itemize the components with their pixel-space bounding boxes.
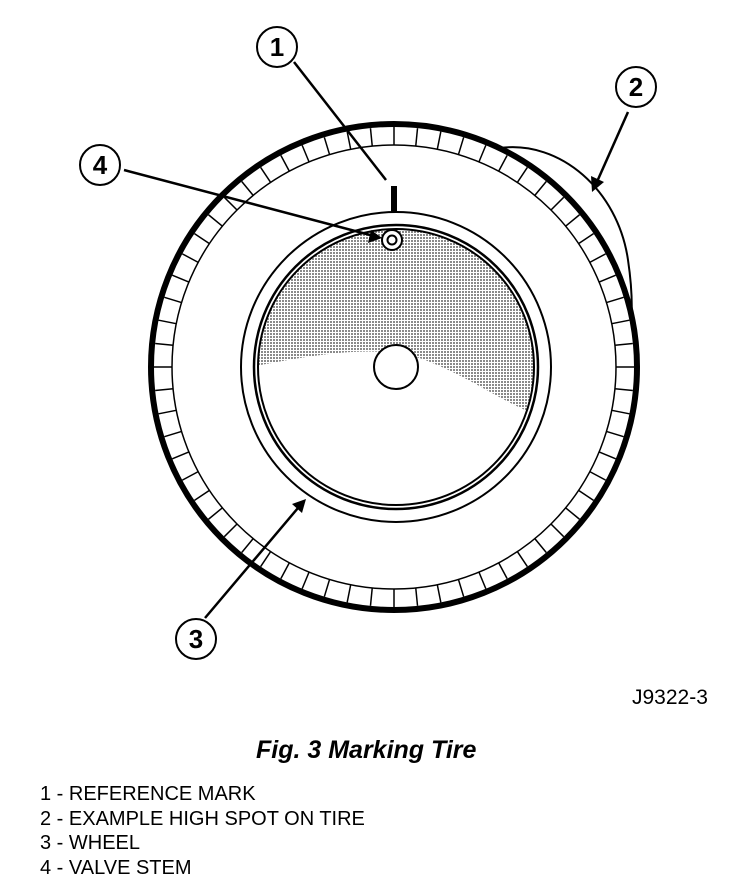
tread-block-edge — [614, 342, 633, 346]
legend-item: 4 - VALVE STEM — [40, 856, 192, 879]
figure-id: J9322-3 — [632, 686, 708, 709]
tread-block-edge — [223, 196, 238, 211]
tread-block-edge — [516, 551, 528, 567]
tread-block-edge — [578, 489, 594, 501]
tread-block-edge — [164, 430, 182, 438]
tread-block-edge — [436, 584, 442, 603]
tread-block-edge — [181, 253, 199, 264]
tread-block-edge — [497, 562, 508, 580]
tread-block-edge — [323, 137, 331, 155]
svg-text:4: 4 — [93, 150, 108, 180]
tread-block-edge — [280, 154, 291, 172]
tread-block-edge — [194, 233, 210, 245]
tread-block-edge — [578, 233, 594, 245]
callout-2: 2 — [615, 66, 657, 108]
callout-4: 4 — [79, 144, 121, 186]
tire-tread — [154, 127, 634, 607]
tread-block-edge — [565, 214, 580, 227]
tread-block-edge — [171, 274, 190, 283]
tread-block-edge — [164, 296, 182, 304]
tread-block-edge — [611, 409, 630, 415]
svg-text:2: 2 — [629, 72, 643, 102]
wheel-disc — [257, 228, 535, 506]
arrowhead-4 — [368, 230, 382, 243]
tread-block-edge — [323, 579, 331, 597]
legend-item: 3 - WHEEL — [40, 832, 141, 854]
tread-block-edge — [415, 587, 419, 606]
tread-block-edge — [369, 128, 373, 147]
tread-block-edge — [208, 214, 223, 227]
leader-line-3 — [204, 507, 299, 619]
tread-block-edge — [280, 562, 291, 580]
callout-3: 3 — [175, 618, 217, 660]
legend-item: 2 - EXAMPLE HIGH SPOT ON TIRE — [40, 807, 365, 830]
tread-block-edge — [550, 196, 565, 211]
tread-block-edge — [516, 167, 528, 183]
tread-block-edge — [223, 523, 238, 538]
tread-block-edge — [606, 296, 624, 304]
tread-block-edge — [346, 131, 352, 150]
tread-block-edge — [436, 131, 442, 150]
tread-block-edge — [598, 274, 617, 283]
tread-block-edge — [606, 430, 624, 438]
tread-block-edge — [260, 551, 272, 567]
callout-1: 1 — [256, 26, 298, 68]
leader-line-1 — [293, 61, 387, 181]
leader-line-2 — [594, 111, 630, 185]
legend-item: 1 - REFERENCE MARK — [40, 783, 256, 805]
tread-block-edge — [241, 181, 254, 196]
tread-block-edge — [346, 584, 352, 603]
tread-block-edge — [208, 507, 223, 520]
tread-block-edge — [497, 154, 508, 172]
tread-block-edge — [260, 167, 272, 183]
arrowhead-2 — [591, 176, 604, 192]
svg-text:1: 1 — [270, 32, 284, 62]
tread-block-edge — [589, 470, 607, 481]
tread-block-edge — [550, 523, 565, 538]
svg-text:3: 3 — [189, 624, 203, 654]
tire-diagram: 1 2 3 4 — [79, 26, 657, 660]
tread-block-edge — [158, 319, 177, 325]
legend: 1 - REFERENCE MARK 2 - EXAMPLE HIGH SPOT… — [40, 782, 365, 880]
tread-block-edge — [457, 137, 465, 155]
tread-block-edge — [301, 571, 310, 590]
tread-block-edge — [457, 579, 465, 597]
tread-block-edge — [194, 489, 210, 501]
tread-block-edge — [369, 587, 373, 606]
tread-block-edge — [158, 409, 177, 415]
tread-block-edge — [598, 451, 617, 460]
tread-block-edge — [478, 571, 487, 590]
tread-block-edge — [415, 128, 419, 147]
tire-tread-inner-edge — [171, 144, 617, 590]
wheel-hub-hole — [373, 344, 419, 390]
tread-block-edge — [171, 451, 190, 460]
tread-block-edge — [565, 507, 580, 520]
arrowhead-3 — [292, 499, 306, 513]
figure-caption: Fig. 3 Marking Tire — [256, 736, 477, 764]
tread-block-edge — [614, 388, 633, 392]
tread-block-edge — [611, 319, 630, 325]
valve-stem-core — [386, 234, 398, 246]
tread-block-edge — [181, 470, 199, 481]
tread-block-edge — [589, 253, 607, 264]
tread-block-edge — [534, 538, 547, 553]
tread-block-edge — [534, 181, 547, 196]
tread-block-edge — [301, 144, 310, 163]
tread-block-edge — [241, 538, 254, 553]
tread-block-edge — [155, 388, 174, 392]
tread-block-edge — [155, 342, 174, 346]
leader-line-4 — [123, 168, 375, 238]
tread-block-edge — [478, 144, 487, 163]
